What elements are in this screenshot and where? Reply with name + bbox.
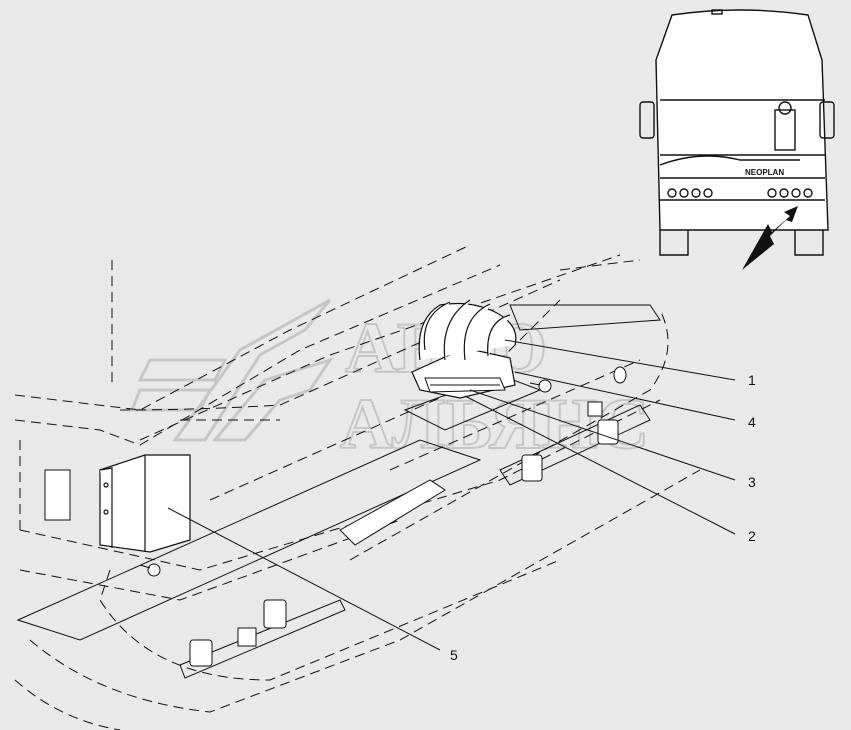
callout-5: 5	[450, 647, 458, 663]
leader-lines	[167, 339, 736, 651]
callout-4: 4	[748, 414, 756, 430]
callout-2: 2	[748, 528, 756, 544]
callout-3: 3	[748, 474, 756, 490]
mount-assemblies	[44, 401, 619, 667]
bus-rear-inset: NEOPLAN	[639, 9, 835, 256]
chassis-parts	[16, 304, 661, 679]
screw-icon	[139, 366, 627, 577]
view-direction-arrow-icon	[742, 206, 798, 270]
watermark-logo-icon	[129, 298, 334, 442]
callout-1: 1	[748, 372, 756, 388]
component-2-base	[424, 377, 506, 393]
bus-badge: NEOPLAN	[745, 168, 784, 177]
component-5-bracket	[99, 454, 191, 553]
watermark: АВТО АЛЬЯНС	[129, 298, 650, 465]
